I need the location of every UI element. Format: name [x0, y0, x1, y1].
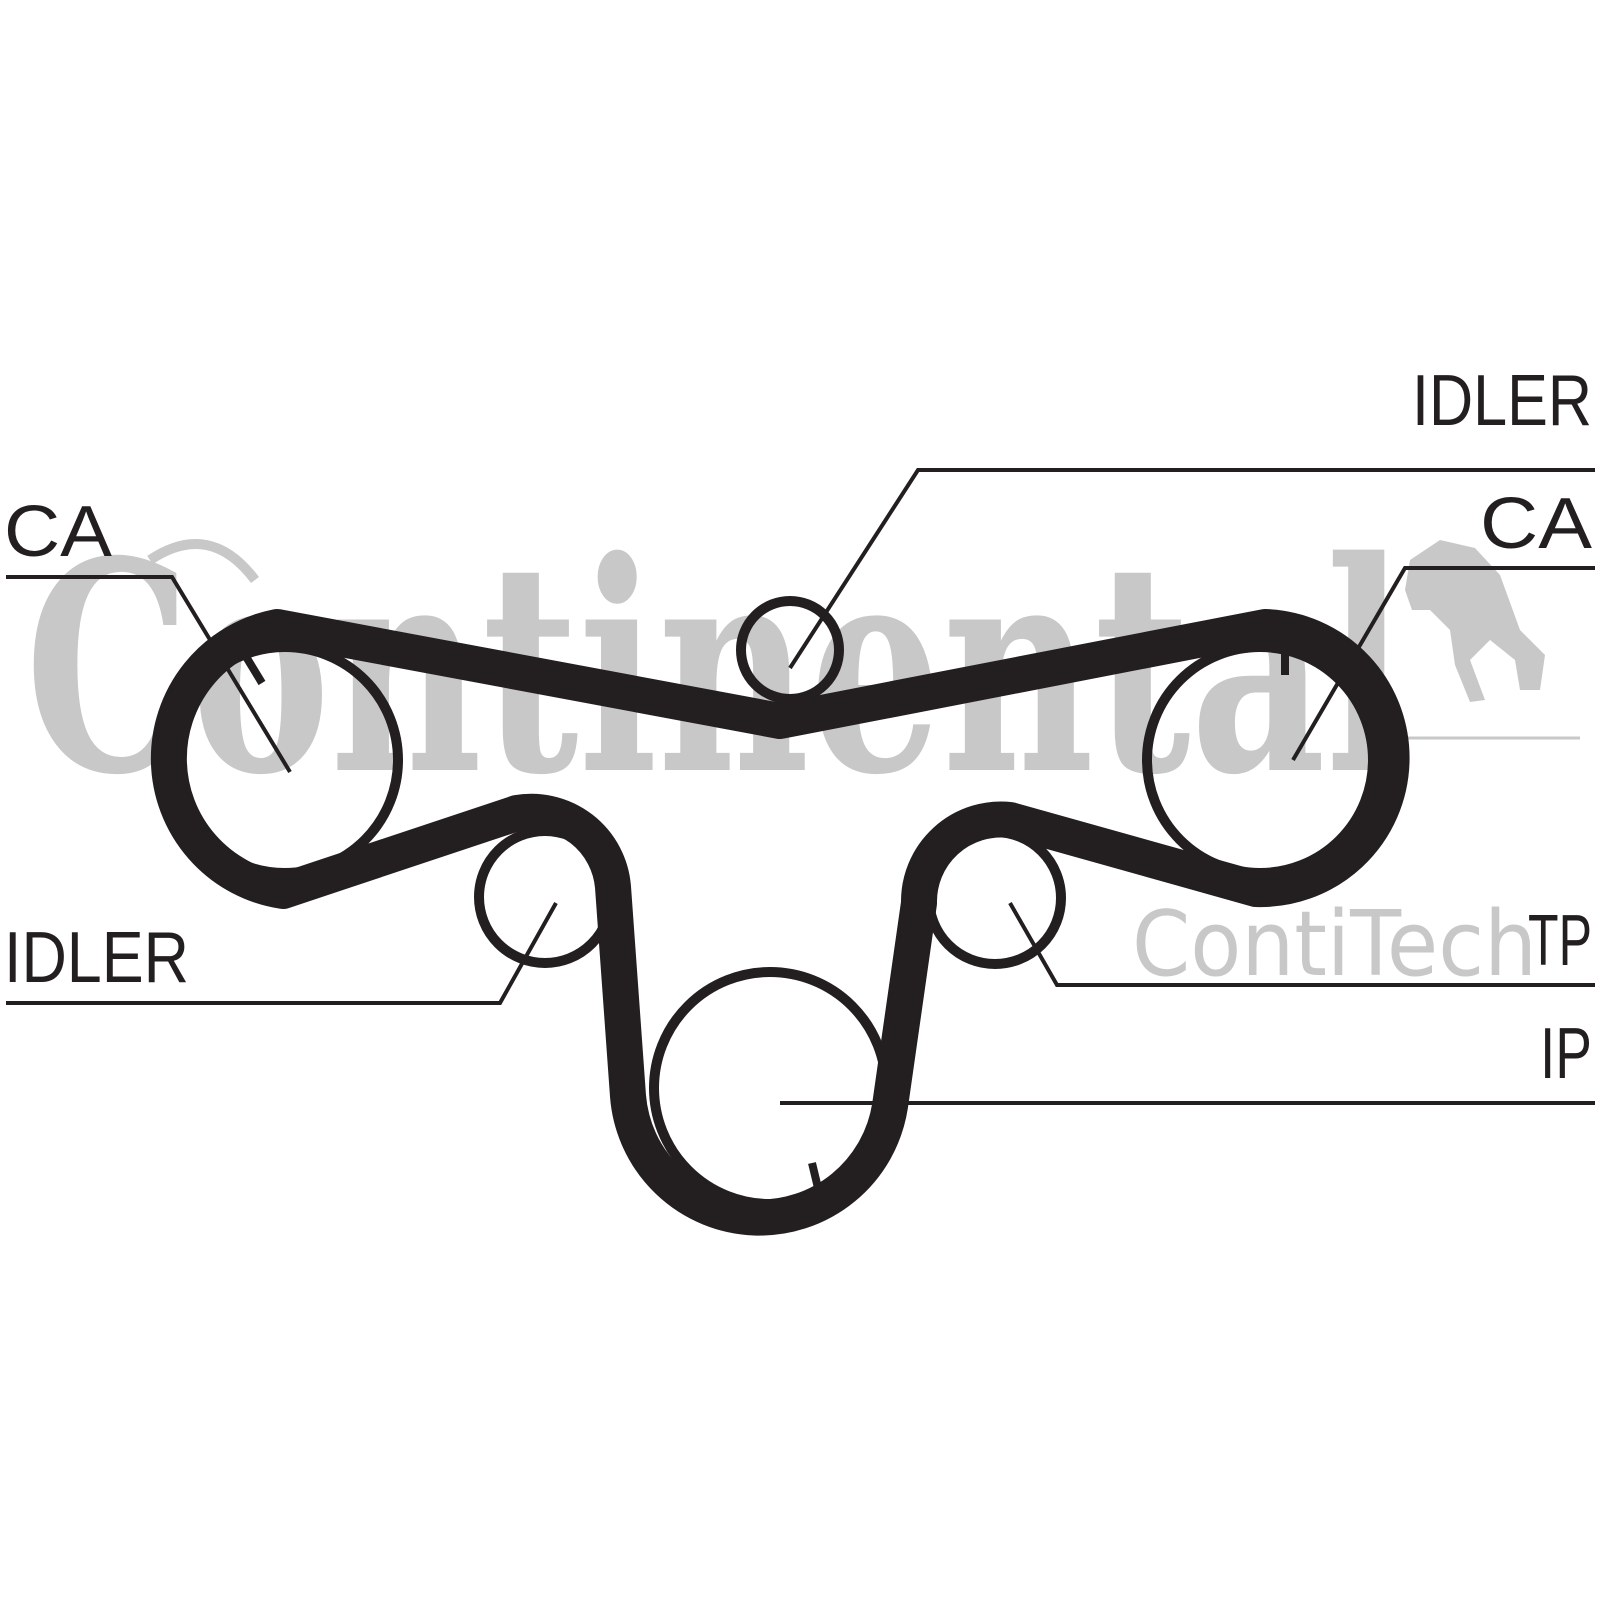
timing-mark-ca-left — [241, 652, 266, 686]
label-ca-left: CA — [4, 492, 112, 572]
pulley-ca-left — [167, 642, 403, 878]
timing-mark-ip — [808, 1162, 822, 1189]
label-ip: IP — [1540, 1014, 1592, 1094]
pulley-ca-right — [1142, 642, 1378, 878]
label-idler-left: IDLER — [4, 918, 189, 998]
leader-ca-right — [1291, 566, 1595, 762]
pulley-tp — [924, 827, 1066, 969]
leader-idler-top — [788, 468, 1595, 670]
watermark: Continental ContiTech — [25, 499, 1580, 997]
label-tp: TP — [1528, 901, 1592, 981]
pulley-idler-top — [736, 596, 844, 704]
watermark-swirl-icon — [147, 539, 259, 584]
horse-icon — [1405, 540, 1545, 702]
pulley-idler-left — [474, 826, 616, 968]
label-idler-top: IDLER — [1412, 361, 1592, 441]
leader-idler-left — [6, 902, 558, 1005]
timing-belt — [150, 609, 1410, 1236]
leader-tp — [1008, 902, 1595, 987]
watermark-sub-brand: ContiTech — [1132, 892, 1537, 997]
callout-labels: CA CA IDLER IDLER TP IP — [4, 361, 1592, 1094]
timing-marks — [241, 643, 1289, 1189]
leader-lines — [6, 468, 1595, 1105]
pulleys — [167, 596, 1378, 1209]
pulley-ip — [649, 967, 891, 1209]
leader-ca-left — [6, 575, 292, 774]
label-ca-right: CA — [1480, 484, 1592, 564]
